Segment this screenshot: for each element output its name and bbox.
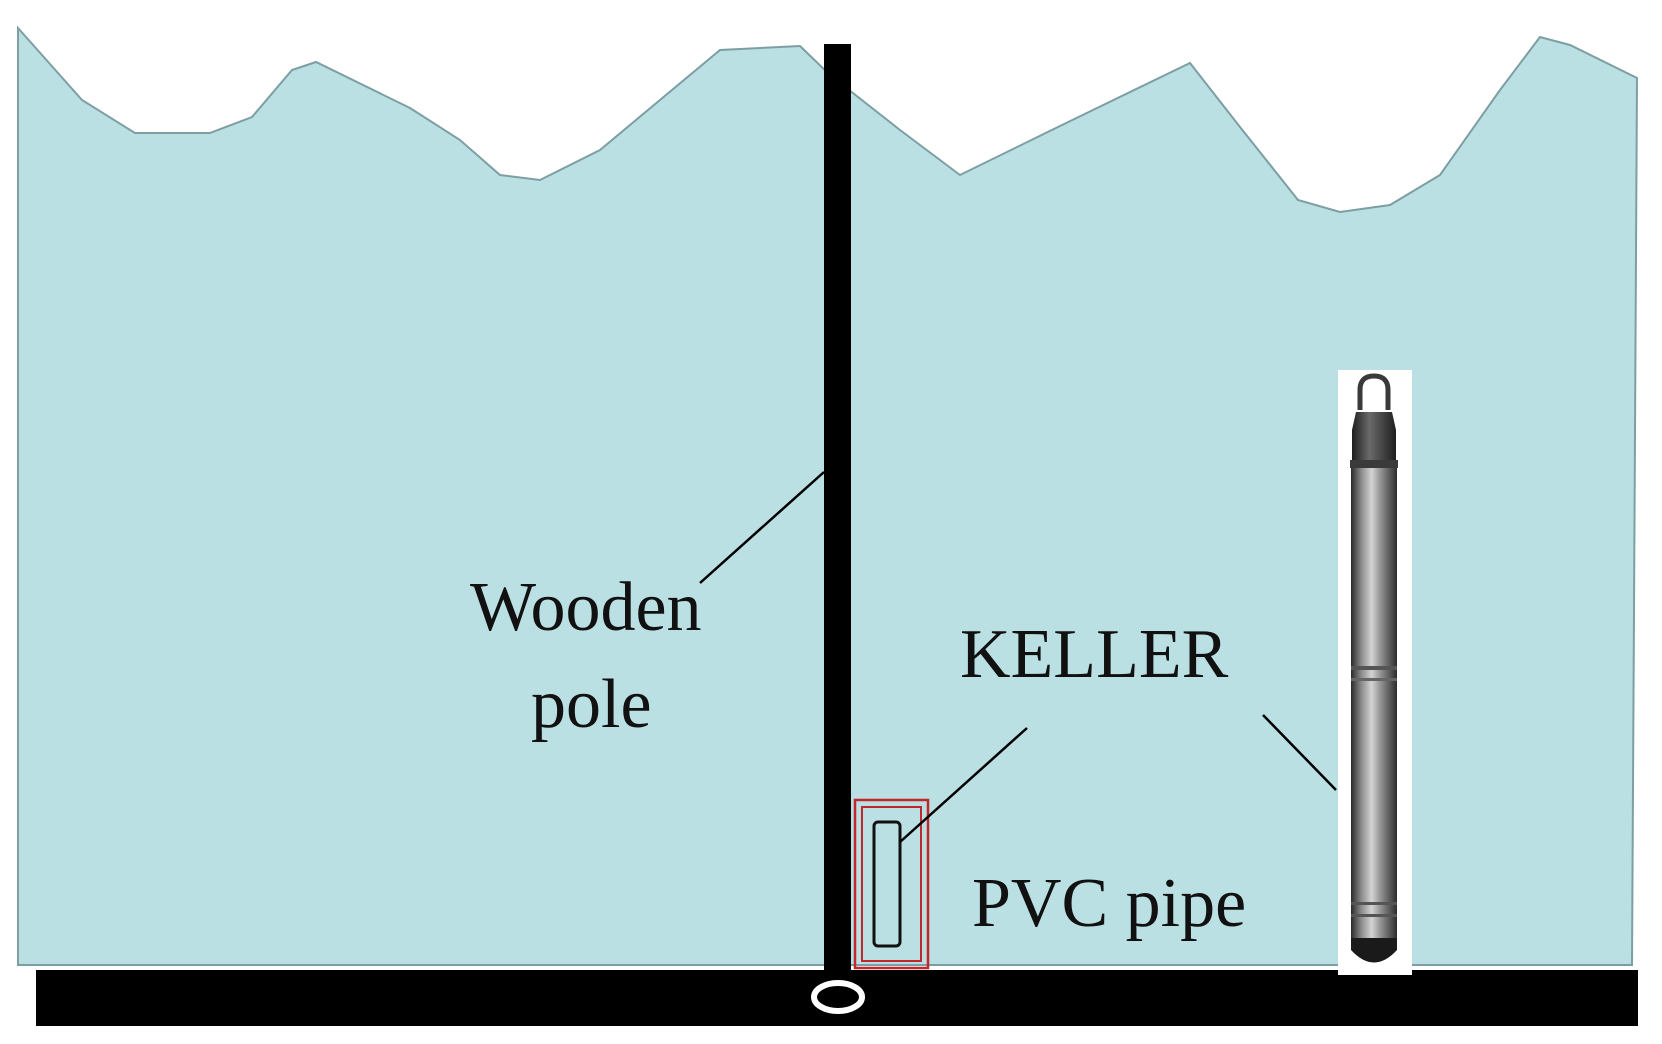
- wooden-pole-label-line1: Wooden: [470, 569, 702, 646]
- pvc-pipe-inner: [861, 806, 922, 962]
- wooden-pole-label-line2: pole: [531, 666, 652, 743]
- wooden-pole-leader-line: [699, 471, 825, 584]
- keller-pressure-sensor-icon: [1338, 370, 1412, 975]
- riverbed: [36, 970, 1638, 1026]
- pvc-pipe-outer: [853, 798, 930, 970]
- ring-anchor-icon: [811, 980, 865, 1014]
- keller-leader-line-pipe: [899, 727, 1028, 843]
- keller-label: KELLER: [960, 616, 1229, 693]
- wooden-pole: [824, 44, 851, 976]
- pvc-pipe-label: PVC pipe: [972, 865, 1246, 942]
- keller-sensor-in-pipe: [872, 820, 902, 948]
- keller-leader-line-photo: [1262, 714, 1337, 791]
